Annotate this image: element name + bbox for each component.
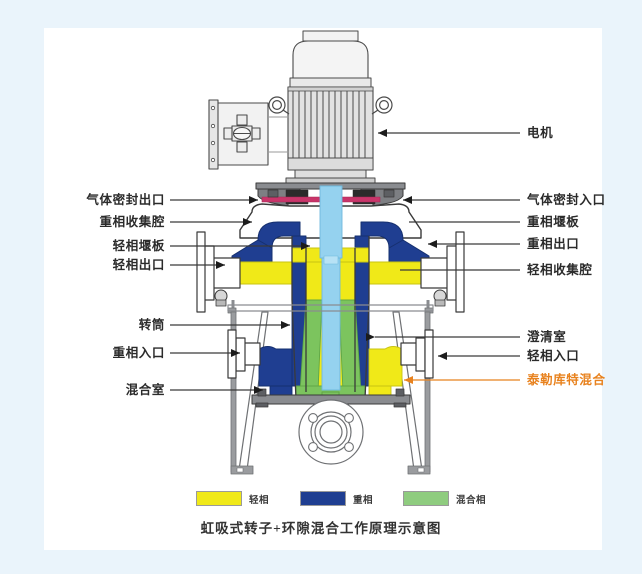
legend-swatch-heavy-phase bbox=[300, 491, 346, 506]
legend-label-mixed-phase: 混合相 bbox=[456, 495, 487, 506]
label-gas-seal-outlet: 气体密封出口 bbox=[86, 193, 165, 207]
label-motor: 电机 bbox=[527, 126, 554, 140]
legend-swatch-light-phase bbox=[196, 491, 242, 506]
label-mixing-chamber: 混合室 bbox=[125, 383, 165, 397]
light-phase-inlet-nozzle bbox=[400, 329, 434, 379]
arrowhead-taylor-couette bbox=[404, 376, 413, 384]
label-light-phase-outlet: 轻相出口 bbox=[112, 258, 165, 272]
lifting-eye-left bbox=[268, 96, 290, 115]
legend-light-phase: 轻相 bbox=[196, 491, 269, 506]
label-heavy-phase-outlet: 重相出口 bbox=[527, 237, 580, 251]
label-taylor-couette-mixing: 泰勒库特混合 bbox=[527, 373, 606, 387]
legend-heavy-phase: 重相 bbox=[300, 491, 373, 506]
label-gas-seal-inlet: 气体密封入口 bbox=[527, 193, 606, 207]
label-heavy-phase-collection-chamber: 重相收集腔 bbox=[99, 215, 165, 229]
legend-label-heavy-phase: 重相 bbox=[353, 495, 374, 506]
label-heavy-phase-inlet: 重相入口 bbox=[112, 346, 165, 360]
label-clarification-chamber: 澄清室 bbox=[527, 330, 567, 344]
heavy-phase-channels bbox=[231, 221, 430, 387]
terminal-junction-box bbox=[208, 99, 289, 170]
flange-bolt-holes bbox=[308, 413, 354, 452]
bottom-plate-assembly bbox=[251, 388, 411, 465]
label-light-phase-inlet: 轻相入口 bbox=[527, 349, 580, 363]
motor-assembly bbox=[268, 30, 393, 186]
legend-label-light-phase: 轻相 bbox=[249, 495, 270, 506]
leader-arrowheads bbox=[216, 129, 447, 394]
label-light-phase-weir-plate: 轻相堰板 bbox=[112, 239, 165, 253]
legend-mixed-phase: 混合相 bbox=[403, 491, 486, 506]
label-heavy-phase-weir-plate: 重相堰板 bbox=[527, 215, 580, 229]
label-light-phase-collection-chamber: 轻相收集腔 bbox=[527, 263, 593, 277]
legend-swatch-mixed-phase bbox=[403, 491, 449, 506]
drive-shaft bbox=[319, 185, 343, 391]
lower-phase-paths bbox=[258, 346, 403, 397]
label-rotor-drum: 转筒 bbox=[138, 318, 165, 332]
heavy-phase-outlet-nozzle bbox=[420, 231, 465, 313]
light-phase-outlet-nozzle bbox=[196, 231, 241, 313]
figure-caption: 虹吸式转子+环隙混合工作原理示意图 bbox=[200, 521, 442, 536]
lifting-eye-right bbox=[371, 96, 393, 115]
